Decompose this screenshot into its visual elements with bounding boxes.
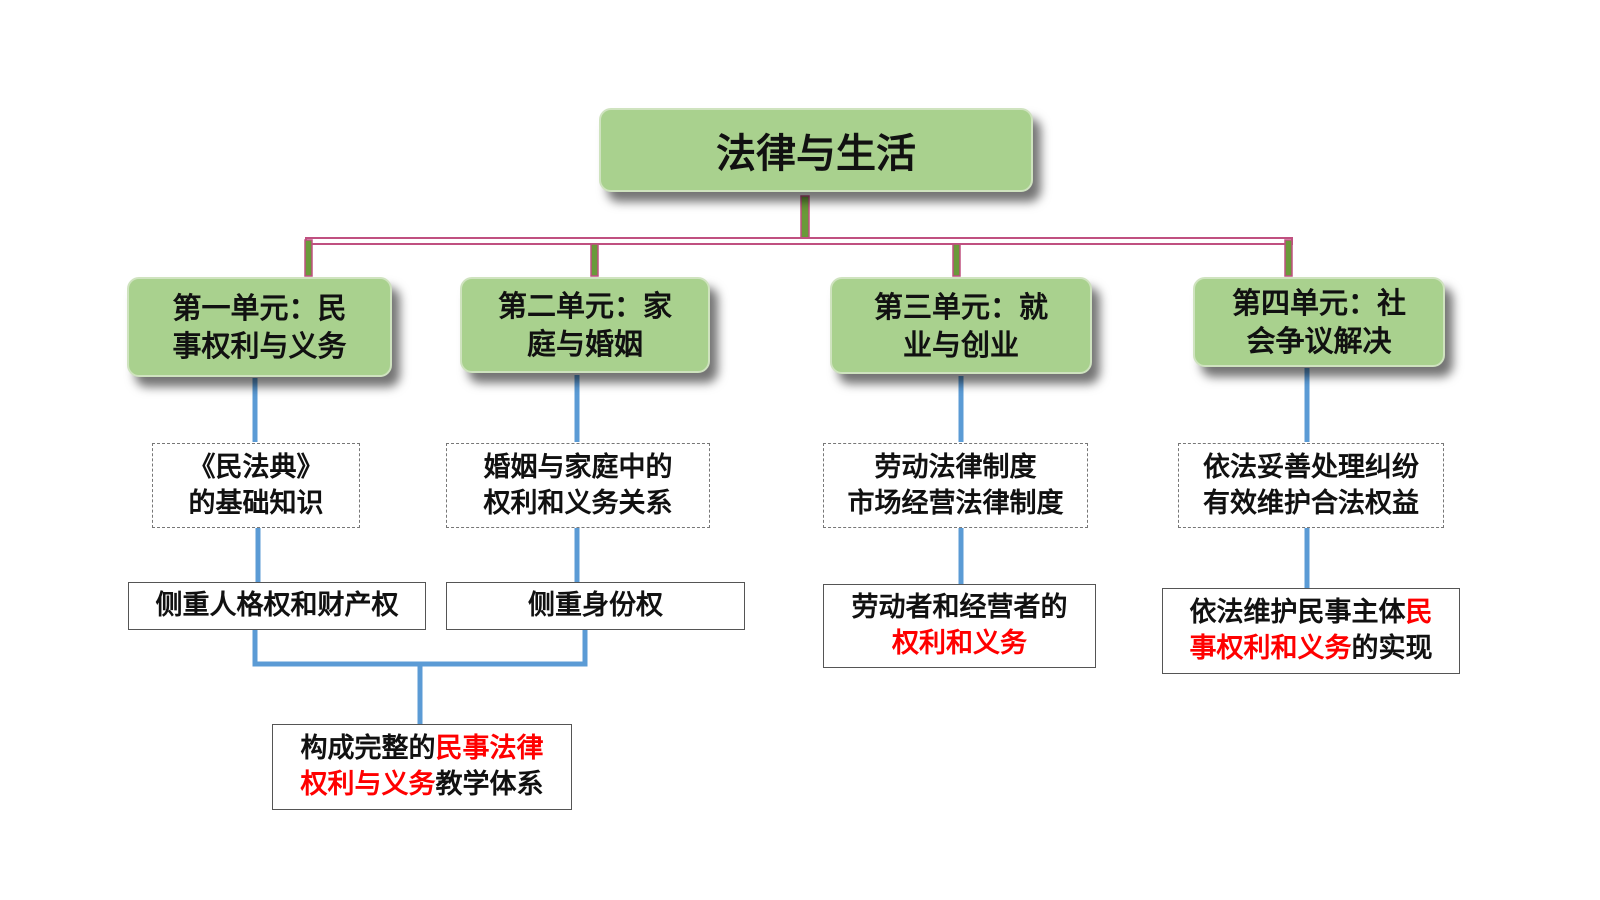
- topic-line: 《民法典》: [188, 451, 324, 483]
- topic-line: 依法妥善处理纠纷: [1203, 451, 1419, 483]
- topic-line: 市场经营法律制度: [847, 487, 1064, 519]
- unit-title-line: 事权利与义务: [172, 329, 347, 363]
- topic-line: 的基础知识: [188, 487, 324, 519]
- topic-box-1: 《民法典》 的基础知识: [152, 443, 360, 528]
- unit-links: [252, 368, 1310, 724]
- topic-box-4: 依法妥善处理纠纷 有效维护合法权益: [1178, 443, 1444, 528]
- unit-title-line: 第二单元：家: [497, 289, 672, 323]
- merged-highlight: 权利与义务: [300, 769, 436, 800]
- focus-text: 的实现: [1351, 633, 1433, 664]
- unit-node-1: 第一单元：民 事权利与义务: [127, 277, 392, 377]
- focus-highlight: 事权利和义务: [1189, 633, 1352, 664]
- focus-highlight: 权利和义务: [892, 628, 1027, 659]
- unit-node-2: 第二单元：家 庭与婚姻: [460, 277, 710, 373]
- topic-line: 有效维护合法权益: [1203, 487, 1419, 519]
- root-label: 法律与生活: [716, 131, 916, 177]
- focus-box-3: 劳动者和经营者的 权利和义务: [823, 584, 1096, 668]
- focus-box-2: 侧重身份权: [446, 582, 745, 630]
- focus-line: 劳动者和经营者的: [851, 592, 1068, 623]
- merged-text: 教学体系: [435, 769, 544, 800]
- topic-line: 权利和义务关系: [483, 487, 673, 519]
- root-node: 法律与生活: [599, 108, 1033, 192]
- unit-title-line: 庭与婚姻: [526, 327, 643, 361]
- unit-title-line: 第四单元：社: [1231, 286, 1406, 320]
- focus-box-1: 侧重人格权和财产权: [128, 582, 426, 630]
- tree-branches: [304, 195, 1293, 277]
- topic-box-2: 婚姻与家庭中的 权利和义务关系: [446, 443, 710, 528]
- unit-node-3: 第三单元：就 业与创业: [830, 277, 1092, 374]
- focus-text: 侧重人格权和财产权: [155, 590, 399, 621]
- unit-title-line: 第一单元：民: [172, 291, 347, 325]
- topic-line: 劳动法律制度: [874, 451, 1037, 483]
- merged-text: 构成完整的: [300, 733, 436, 764]
- topic-box-3: 劳动法律制度 市场经营法律制度: [823, 443, 1088, 528]
- unit-title-line: 业与创业: [902, 327, 1019, 362]
- focus-text: 侧重身份权: [528, 590, 663, 621]
- unit-title-line: 第三单元：就: [873, 289, 1048, 324]
- topic-line: 婚姻与家庭中的: [483, 451, 673, 483]
- unit-title-line: 会争议解决: [1246, 324, 1392, 358]
- focus-text: 依法维护民事主体: [1189, 597, 1406, 628]
- unit-node-4: 第四单元：社 会争议解决: [1193, 277, 1445, 367]
- focus-box-4: 依法维护民事主体民 事权利和义务的实现: [1162, 588, 1460, 674]
- focus-highlight: 民: [1405, 597, 1433, 628]
- merged-box: 构成完整的民事法律 权利与义务教学体系: [272, 724, 572, 810]
- merged-highlight: 民事法律: [435, 733, 544, 764]
